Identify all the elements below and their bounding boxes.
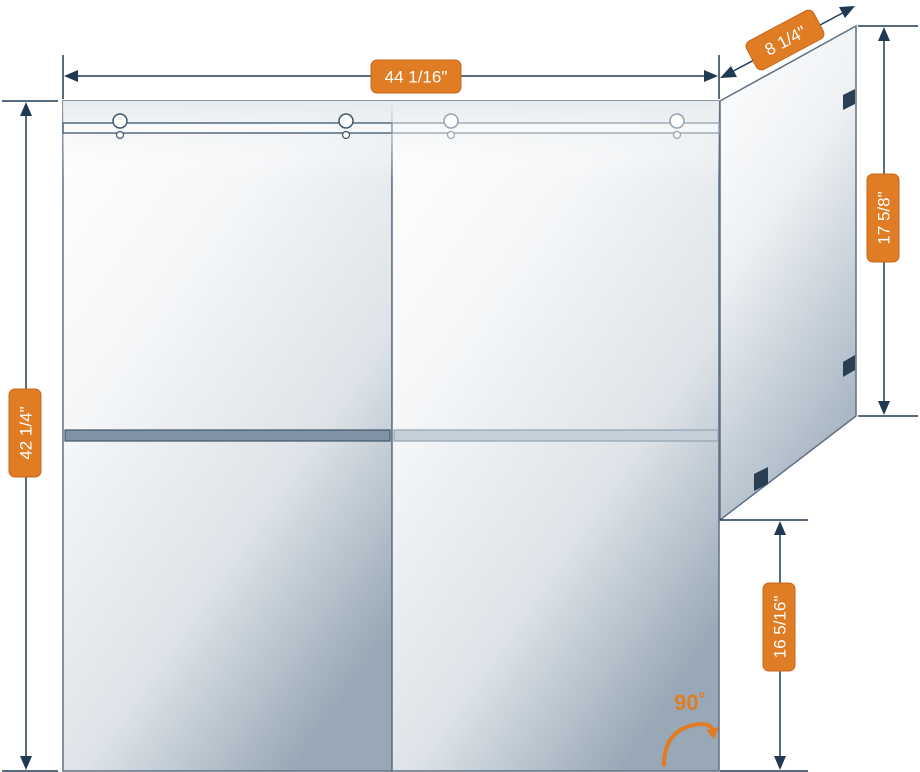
roller-right-2: [669, 113, 685, 140]
dim-width-text: 44 1/16": [385, 68, 448, 87]
towel-bar-left: [64, 429, 391, 442]
clamp-bottom-icon: [754, 467, 768, 491]
roller-left-2: [338, 113, 354, 140]
dim-height-text: 42 1/4": [17, 406, 36, 459]
dim-lower-gap-text: 16 5/16": [771, 596, 790, 659]
arrowheads: [20, 6, 890, 770]
dim-lower-gap-label: 16 5/16": [762, 582, 796, 672]
roller-right-1: [443, 113, 459, 140]
dim-width-label: 44 1/16": [370, 59, 462, 94]
return-panel: [719, 24, 857, 522]
clamp-top-icon: [843, 89, 855, 110]
curved-rotate-arrow-icon: [662, 721, 719, 767]
dim-return-height-text: 17 5/8": [875, 191, 894, 244]
dim-height-label: 42 1/4": [8, 388, 42, 478]
roller-left-1: [112, 113, 128, 140]
clamp-mid-icon: [843, 355, 855, 377]
header-rail-right: [391, 122, 720, 134]
dim-return-height-label: 17 5/8": [866, 173, 900, 263]
towel-bar-right: [393, 429, 719, 442]
angle-label: 90˚: [674, 690, 706, 715]
